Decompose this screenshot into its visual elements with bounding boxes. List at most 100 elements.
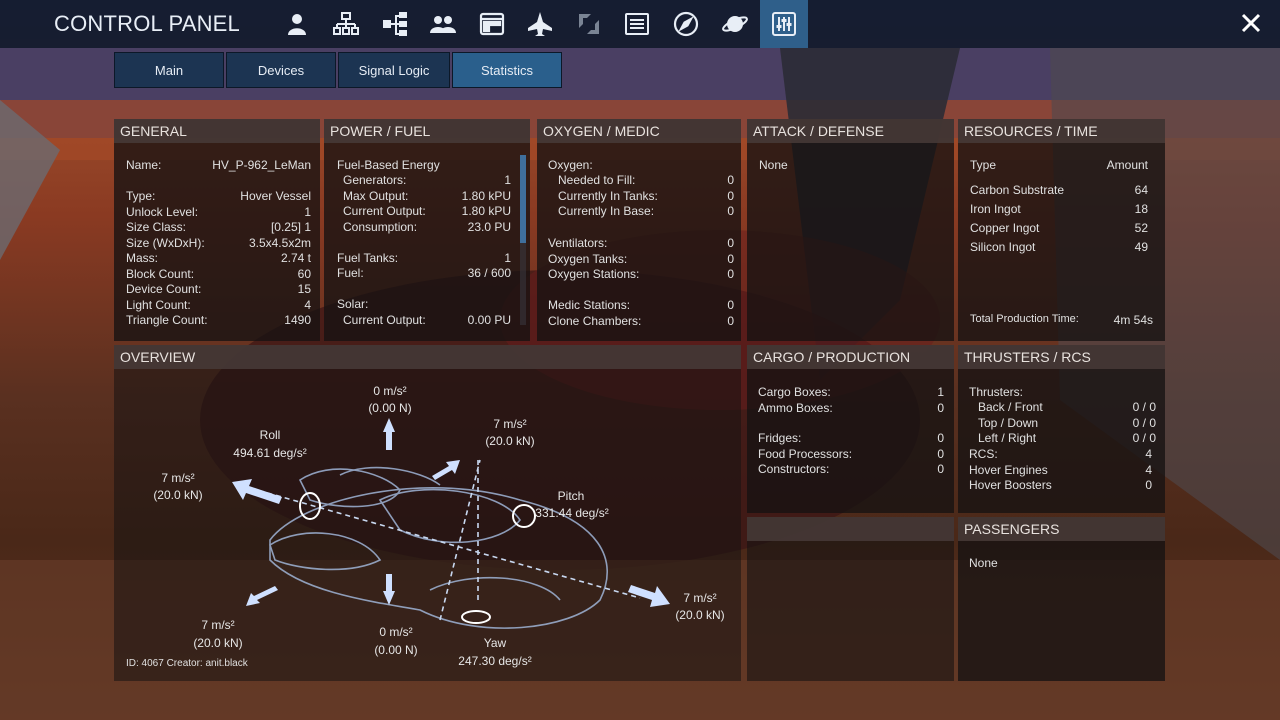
empty-panel-header bbox=[747, 517, 954, 541]
left-accel: 7 m/s² bbox=[161, 471, 195, 485]
stat-label: Size Class: bbox=[126, 220, 187, 234]
tab-statistics[interactable]: Statistics bbox=[452, 52, 562, 88]
stat-value: 4 bbox=[304, 297, 311, 312]
network-icon[interactable] bbox=[372, 0, 418, 48]
stat-value: [0.25] 1 bbox=[270, 220, 311, 234]
stat-label: Medic Stations: bbox=[548, 298, 631, 312]
stat-value: 0 bbox=[727, 236, 734, 250]
yaw-value: 247.30 deg/s² bbox=[458, 654, 532, 668]
name-label: Name: bbox=[126, 158, 162, 172]
planet-icon[interactable] bbox=[712, 0, 758, 48]
resources-title: RESOURCES / TIME bbox=[958, 119, 1165, 143]
stat-value: 0 bbox=[937, 446, 944, 461]
stat-label: Type: bbox=[126, 189, 156, 203]
thrusters-label: Thrusters: bbox=[969, 385, 1024, 399]
stat-label: Cargo Boxes: bbox=[758, 385, 831, 399]
fuel-label: Fuel: bbox=[337, 266, 364, 280]
solar-output-value: 0.00 PU bbox=[467, 313, 511, 327]
stat-label: Unlock Level: bbox=[126, 204, 199, 219]
up-accel: 0 m/s² bbox=[373, 384, 407, 398]
solar-output-label: Current Output: bbox=[343, 313, 426, 327]
passengers-title: PASSENGERS bbox=[958, 517, 1165, 541]
resource-amount: 52 bbox=[1134, 221, 1148, 235]
attack-title: ATTACK / DEFENSE bbox=[747, 119, 954, 143]
stat-label: Device Count: bbox=[126, 282, 202, 296]
stat-label: Top / Down bbox=[978, 415, 1039, 430]
stat-value: 0 bbox=[727, 173, 734, 187]
fuel-energy-label: Fuel-Based Energy bbox=[337, 158, 440, 172]
roll-value: 494.61 deg/s² bbox=[233, 446, 307, 460]
name-value: HV_P-962_LeMan bbox=[212, 158, 311, 172]
stat-label: Hover Engines bbox=[969, 462, 1048, 477]
stat-label: Clone Chambers: bbox=[548, 313, 642, 328]
stat-label: Max Output: bbox=[343, 188, 409, 203]
stat-value: 0 bbox=[727, 267, 734, 281]
stat-value: 15 bbox=[297, 282, 311, 296]
stat-value: 0 bbox=[1145, 478, 1152, 492]
tab-devices[interactable]: Devices bbox=[226, 52, 336, 88]
window-icon[interactable] bbox=[469, 0, 515, 48]
resource-name: Iron Ingot bbox=[970, 202, 1021, 216]
stat-value: 1 bbox=[937, 385, 944, 399]
stat-label: Size (WxDxH): bbox=[126, 235, 205, 250]
structure-icon[interactable] bbox=[323, 0, 369, 48]
stat-value: Hover Vessel bbox=[240, 189, 311, 203]
stat-value: 1 bbox=[504, 173, 511, 187]
tab-signal-logic[interactable]: Signal Logic bbox=[338, 52, 450, 88]
stat-label: Fridges: bbox=[758, 431, 802, 445]
sliders-icon[interactable] bbox=[760, 0, 808, 48]
power-scrollbar[interactable] bbox=[520, 155, 526, 243]
right-accel: 7 m/s² bbox=[683, 591, 717, 605]
fwd-force: (20.0 kN) bbox=[485, 434, 535, 448]
player-icon[interactable] bbox=[274, 0, 320, 48]
sync-icon[interactable] bbox=[566, 0, 612, 48]
attack-panel: ATTACK / DEFENSE bbox=[747, 119, 954, 341]
cargo-panel: CARGO / PRODUCTION bbox=[747, 345, 954, 513]
stat-label: Consumption: bbox=[343, 219, 418, 234]
stat-value: 0 / 0 bbox=[1132, 400, 1156, 414]
oxygen-title: OXYGEN / MEDIC bbox=[537, 119, 741, 143]
stat-label: Hover Boosters bbox=[969, 478, 1052, 492]
resource-amount: 49 bbox=[1134, 240, 1148, 254]
stat-value: 1.80 kPU bbox=[461, 188, 511, 203]
stat-label: Generators: bbox=[343, 173, 407, 187]
roll-label: Roll bbox=[259, 428, 281, 442]
pitch-value: 331.44 deg/s² bbox=[535, 506, 609, 520]
stat-value: 0 bbox=[727, 313, 734, 328]
up-force: (0.00 N) bbox=[368, 401, 412, 415]
empty-panel bbox=[747, 517, 954, 681]
stat-label: Ventilators: bbox=[548, 236, 608, 250]
oxygen-label: Oxygen: bbox=[548, 158, 593, 172]
total-production-value: 4m 54s bbox=[1113, 313, 1153, 327]
general-title: GENERAL bbox=[114, 119, 320, 143]
list-icon[interactable] bbox=[614, 0, 660, 48]
tab-main[interactable]: Main bbox=[114, 52, 224, 88]
general-panel: GENERAL bbox=[114, 119, 320, 341]
stat-label: RCS: bbox=[969, 447, 998, 461]
compass-icon[interactable] bbox=[663, 0, 709, 48]
right-force: (20.0 kN) bbox=[675, 608, 725, 622]
stat-value: 60 bbox=[297, 266, 311, 281]
cargo-title: CARGO / PRODUCTION bbox=[747, 345, 954, 369]
resources-col-amount: Amount bbox=[1106, 158, 1148, 172]
stat-label: Currently In Tanks: bbox=[558, 188, 658, 203]
fwd-accel: 7 m/s² bbox=[493, 417, 527, 431]
stat-value: 0 bbox=[727, 188, 734, 203]
resource-name: Copper Ingot bbox=[970, 221, 1040, 235]
stat-value: 2.74 t bbox=[280, 251, 311, 265]
resource-name: Carbon Substrate bbox=[970, 183, 1065, 197]
ship-icon[interactable] bbox=[517, 0, 563, 48]
stat-label: Food Processors: bbox=[758, 446, 853, 461]
resources-panel: RESOURCES / TIME bbox=[958, 119, 1165, 341]
stat-value: 1490 bbox=[284, 313, 311, 327]
yaw-label: Yaw bbox=[483, 636, 507, 650]
stat-label: Current Output: bbox=[343, 204, 426, 218]
down-force: (0.00 N) bbox=[374, 643, 418, 657]
stat-value: 0 bbox=[727, 298, 734, 312]
thrusters-panel: THRUSTERS / RCS bbox=[958, 345, 1165, 513]
close-button[interactable] bbox=[1236, 8, 1266, 38]
faction-icon[interactable] bbox=[420, 0, 466, 48]
overview-footer: ID: 4067 Creator: anit.black bbox=[126, 658, 248, 669]
power-title: POWER / FUEL bbox=[324, 119, 530, 143]
stat-value: 0 bbox=[937, 431, 944, 445]
